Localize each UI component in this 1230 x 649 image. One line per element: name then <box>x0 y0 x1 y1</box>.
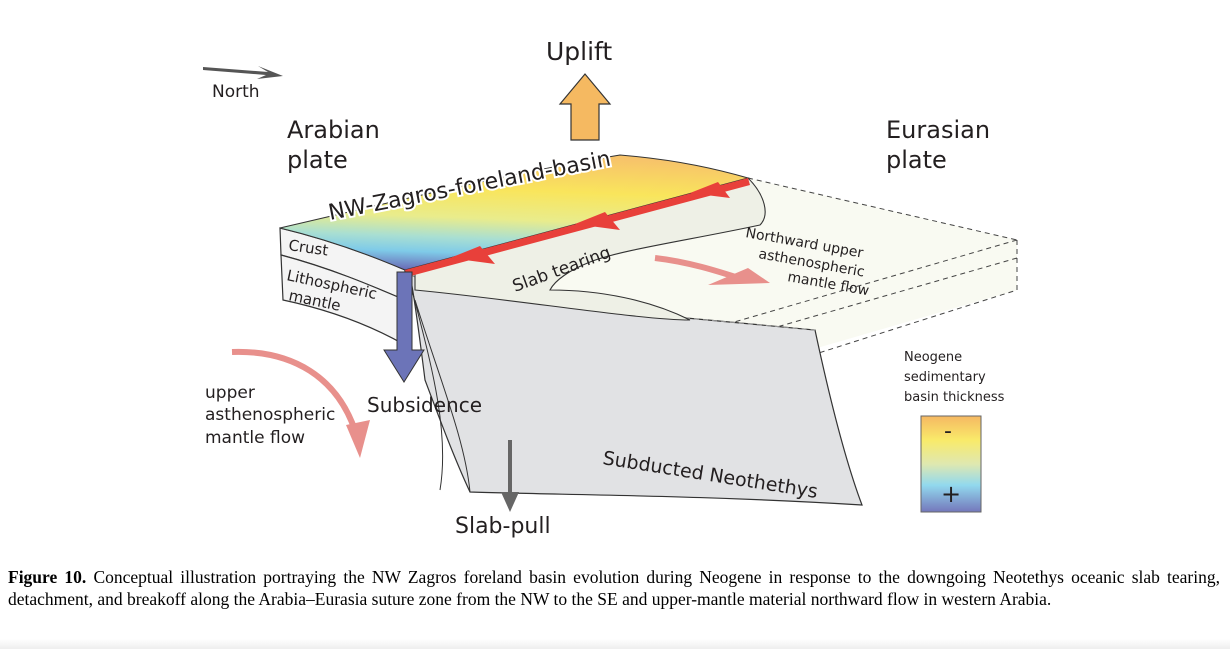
legend-plus: + <box>941 480 961 508</box>
subsidence-label: Subsidence <box>367 393 482 417</box>
caption-label: Figure 10. <box>8 567 87 587</box>
slab-pull-arrow-icon <box>501 440 519 512</box>
legend-minus: - <box>944 419 952 444</box>
legend-title-1: Neogene <box>904 350 962 365</box>
uplift-label: Uplift <box>546 37 612 66</box>
figure-caption: Figure 10. Conceptual illustration portr… <box>8 566 1220 610</box>
arabian-plate-label-2: plate <box>287 146 348 174</box>
crust-label: Crust <box>287 236 329 259</box>
legend-color-bar <box>920 415 982 513</box>
slab-tearing-flap <box>414 177 766 321</box>
upper-flow-label-3: mantle flow <box>205 428 305 448</box>
legend-title-3: basin thickness <box>904 390 1005 405</box>
thrust-fault <box>405 178 750 277</box>
eurasian-plate-label-1: Eurasian <box>886 116 990 144</box>
arabian-plate-label-1: Arabian <box>287 116 380 144</box>
eurasian-plate-label-2: plate <box>886 146 947 174</box>
north-label: North <box>212 82 260 102</box>
foreland-basin-surface <box>279 154 750 271</box>
uplift-arrow-icon <box>558 73 612 141</box>
caption-text: Conceptual illustration portraying the N… <box>8 567 1220 609</box>
slab-pull-label: Slab-pull <box>455 514 551 539</box>
upper-flow-label-1: upper <box>205 383 255 403</box>
upper-flow-arrow-icon <box>231 348 361 441</box>
page-edge <box>0 639 1230 649</box>
legend-title-2: sedimentary <box>904 370 986 385</box>
diagram: North Uplift Arabian plate Eurasian plat… <box>203 37 1018 539</box>
north-arrow-icon <box>203 66 283 79</box>
upper-flow-label-2: asthenospheric <box>205 405 335 425</box>
subsidence-arrow-icon <box>383 271 425 383</box>
thickness-legend: Neogene sedimentary basin thickness - + <box>904 350 1005 513</box>
